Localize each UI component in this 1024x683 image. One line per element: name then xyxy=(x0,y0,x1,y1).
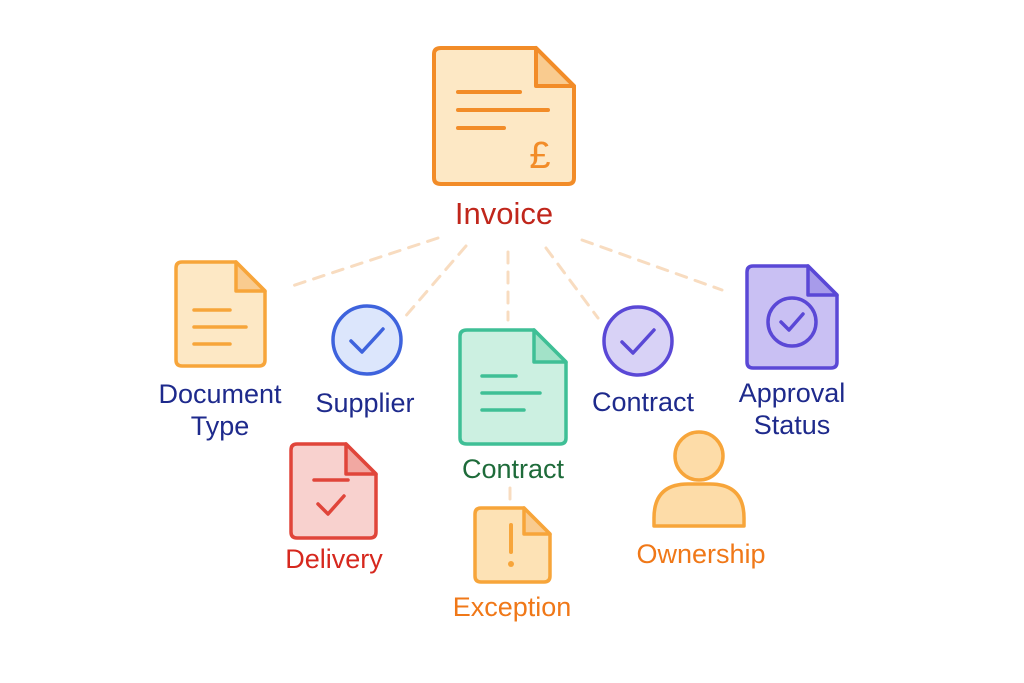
invoice-pound-document-icon: £ xyxy=(432,46,576,186)
node-label-line: Ownership xyxy=(636,539,766,569)
node-label-contract-right: Contract xyxy=(592,386,694,418)
document-exclamation-icon xyxy=(473,506,552,584)
connector-supplier xyxy=(402,244,468,320)
connectors xyxy=(290,236,724,508)
document-lines-icon xyxy=(174,260,267,368)
document-check-icon xyxy=(289,442,378,540)
node-label-invoice: Invoice xyxy=(454,196,554,231)
node-label-line: Document xyxy=(158,379,282,409)
node-label-supplier: Supplier xyxy=(315,387,414,419)
node-label-line: Exception xyxy=(452,592,572,622)
node-label-line: Contract xyxy=(461,454,565,484)
node-label-line: Approval xyxy=(738,378,846,408)
node-label-ownership: Ownership xyxy=(636,538,765,570)
node-label-approval-status: Approval Status xyxy=(739,377,846,441)
svg-text:£: £ xyxy=(529,135,550,177)
document-lines-icon xyxy=(458,328,568,446)
node-label-document-type: Document Type xyxy=(158,378,281,442)
node-label-line: Type xyxy=(190,411,250,441)
node-label-line: Contract xyxy=(591,387,695,417)
node-label-exception: Exception xyxy=(453,591,572,623)
connector-document-type xyxy=(290,236,440,288)
check-circle-icon xyxy=(331,304,403,376)
node-label-delivery: Delivery xyxy=(285,543,383,575)
node-label-line: Status xyxy=(753,410,831,440)
node-label-line: Supplier xyxy=(315,388,415,418)
connector-approval-status xyxy=(580,238,724,292)
node-label-contract-center: Contract xyxy=(462,453,564,485)
check-circle-icon xyxy=(602,305,674,377)
document-check-circle-icon xyxy=(745,264,839,370)
connector-contract-right xyxy=(544,246,600,320)
node-label-line: Delivery xyxy=(285,544,383,574)
person-icon xyxy=(652,430,746,528)
